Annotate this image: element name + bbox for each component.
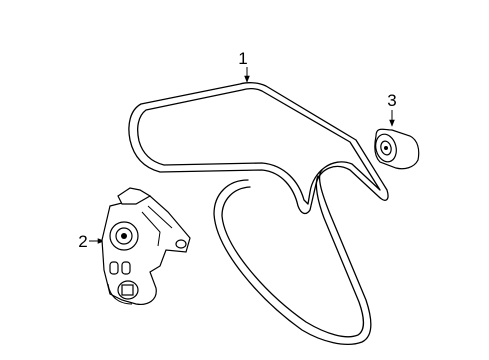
tensioner-slot-2 [121,261,131,275]
idler-pulley [374,128,420,170]
callout-3: 3 [387,91,397,127]
callout-2-label: 2 [78,232,87,251]
serpentine-belt [128,82,389,345]
callout-1: 1 [238,49,250,83]
callout-2: 2 [78,232,105,251]
tensioner-slot-1 [109,261,119,275]
tensioner-rib-1 [141,211,161,247]
tensioner-mount-hole [175,239,187,249]
idler-pulley-bolt [384,146,388,150]
belt-tensioner [101,187,191,305]
tensioner-rib-2 [147,205,173,229]
tensioner-pivot-bolt [121,284,134,296]
belt-inner-edge [137,87,381,205]
tensioner-bracket [117,187,152,205]
belt-outer-edge [128,82,389,215]
callout-3-label: 3 [387,91,396,110]
tensioner-body [101,195,191,305]
belt-lower-loop-inner [221,175,365,338]
belt-lower-loop-outer [213,169,372,345]
tensioner-base-edge [107,283,133,305]
tensioner-pulley-bolt [121,233,127,239]
callout-1-label: 1 [238,49,247,68]
